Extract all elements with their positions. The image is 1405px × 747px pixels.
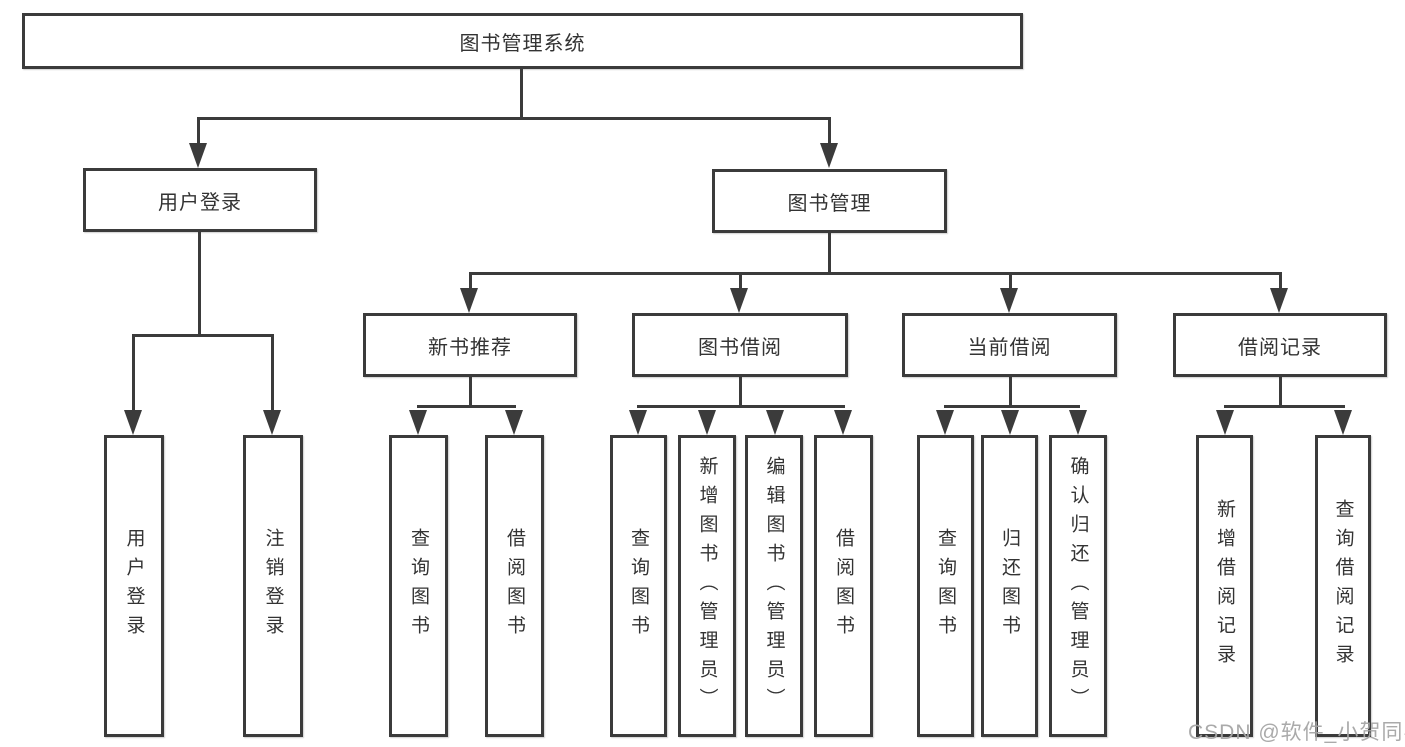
connector-arrow-down-icon [730, 288, 748, 313]
node-new-book-recommend-label: 新书推荐 [428, 336, 512, 359]
leaf-edit-book-admin-label: 编辑图书（管理员） [763, 455, 785, 717]
connector-line [739, 274, 742, 289]
node-root-label: 图书管理系统 [459, 32, 586, 55]
connector-line [132, 336, 135, 410]
connector-line [469, 272, 1282, 275]
connector-arrow-down-icon [124, 410, 142, 435]
leaf-query-borrow-record-label: 查询借阅记录 [1332, 499, 1354, 673]
leaf-query-books-1-label: 查询图书 [408, 528, 429, 644]
leaf-borrow-books-1: 借阅图书 [485, 435, 544, 737]
node-book-borrow-label: 图书借阅 [698, 336, 782, 359]
connector-line [1009, 377, 1012, 407]
leaf-add-borrow-record: 新增借阅记录 [1196, 435, 1253, 737]
connector-arrow-down-icon [834, 410, 852, 435]
leaf-add-borrow-record-label: 新增借阅记录 [1214, 499, 1235, 673]
connector-line [944, 405, 1080, 408]
connector-arrow-down-icon [1069, 410, 1087, 435]
connector-line [132, 334, 274, 337]
leaf-edit-book-admin: 编辑图书（管理员） [745, 435, 803, 737]
connector-arrow-down-icon [698, 410, 716, 435]
connector-arrow-down-icon [460, 288, 478, 313]
leaf-query-books-1: 查询图书 [389, 435, 448, 737]
connector-arrow-down-icon [189, 143, 207, 168]
connector-line [520, 69, 523, 118]
connector-arrow-down-icon [1334, 410, 1352, 435]
leaf-confirm-return-admin-label: 确认归还（管理员） [1067, 455, 1089, 717]
leaf-user-login-label: 用户登录 [123, 528, 145, 644]
leaf-query-books-3: 查询图书 [917, 435, 974, 737]
connector-line [1009, 274, 1012, 289]
connector-line [1279, 274, 1282, 289]
connector-arrow-down-icon [1270, 288, 1288, 313]
leaf-query-books-2: 查询图书 [610, 435, 667, 737]
connector-line [828, 233, 831, 274]
leaf-add-book-admin: 新增图书（管理员） [678, 435, 736, 737]
connector-arrow-down-icon [936, 410, 954, 435]
connector-line [271, 336, 274, 410]
connector-line [828, 119, 831, 145]
node-root: 图书管理系统 [22, 13, 1023, 69]
connector-arrow-down-icon [820, 143, 838, 168]
leaf-borrow-books-2: 借阅图书 [814, 435, 873, 737]
leaf-logout-label: 注销登录 [262, 528, 284, 644]
node-book-management: 图书管理 [712, 169, 947, 233]
node-user-login: 用户登录 [83, 168, 317, 232]
leaf-logout: 注销登录 [243, 435, 303, 737]
connector-arrow-down-icon [1001, 410, 1019, 435]
connector-arrow-down-icon [263, 410, 281, 435]
leaf-query-borrow-record: 查询借阅记录 [1315, 435, 1371, 737]
connector-line [198, 232, 201, 336]
leaf-confirm-return-admin: 确认归还（管理员） [1049, 435, 1107, 737]
connector-line [1224, 405, 1345, 408]
connector-arrow-down-icon [1000, 288, 1018, 313]
leaf-add-book-admin-label: 新增图书（管理员） [696, 455, 718, 717]
connector-arrow-down-icon [505, 410, 523, 435]
node-borrow-records: 借阅记录 [1173, 313, 1387, 377]
leaf-return-books: 归还图书 [981, 435, 1038, 737]
connector-line [197, 117, 831, 120]
node-user-login-label: 用户登录 [158, 191, 242, 214]
leaf-user-login: 用户登录 [104, 435, 164, 737]
leaf-borrow-books-2-label: 借阅图书 [833, 528, 854, 644]
connector-arrow-down-icon [1216, 410, 1234, 435]
connector-arrow-down-icon [409, 410, 427, 435]
node-current-borrow-label: 当前借阅 [967, 336, 1052, 359]
leaf-return-books-label: 归还图书 [999, 528, 1020, 644]
connector-line [469, 377, 472, 407]
connector-line [417, 405, 516, 408]
connector-arrow-down-icon [766, 410, 784, 435]
node-book-borrow: 图书借阅 [632, 313, 848, 377]
node-book-management-label: 图书管理 [787, 192, 872, 215]
node-current-borrow: 当前借阅 [902, 313, 1117, 377]
leaf-borrow-books-1-label: 借阅图书 [504, 528, 525, 644]
connector-arrow-down-icon [629, 410, 647, 435]
leaf-query-books-3-label: 查询图书 [935, 528, 956, 644]
csdn-watermark: CSDN @软件_小贺同学 [1188, 721, 1405, 744]
node-new-book-recommend: 新书推荐 [363, 313, 577, 377]
leaf-query-books-2-label: 查询图书 [628, 528, 649, 644]
connector-line [1279, 377, 1282, 407]
connector-line [637, 405, 845, 408]
node-borrow-records-label: 借阅记录 [1238, 336, 1322, 359]
connector-line [739, 377, 742, 407]
connector-line [197, 119, 200, 145]
connector-line [469, 274, 472, 289]
